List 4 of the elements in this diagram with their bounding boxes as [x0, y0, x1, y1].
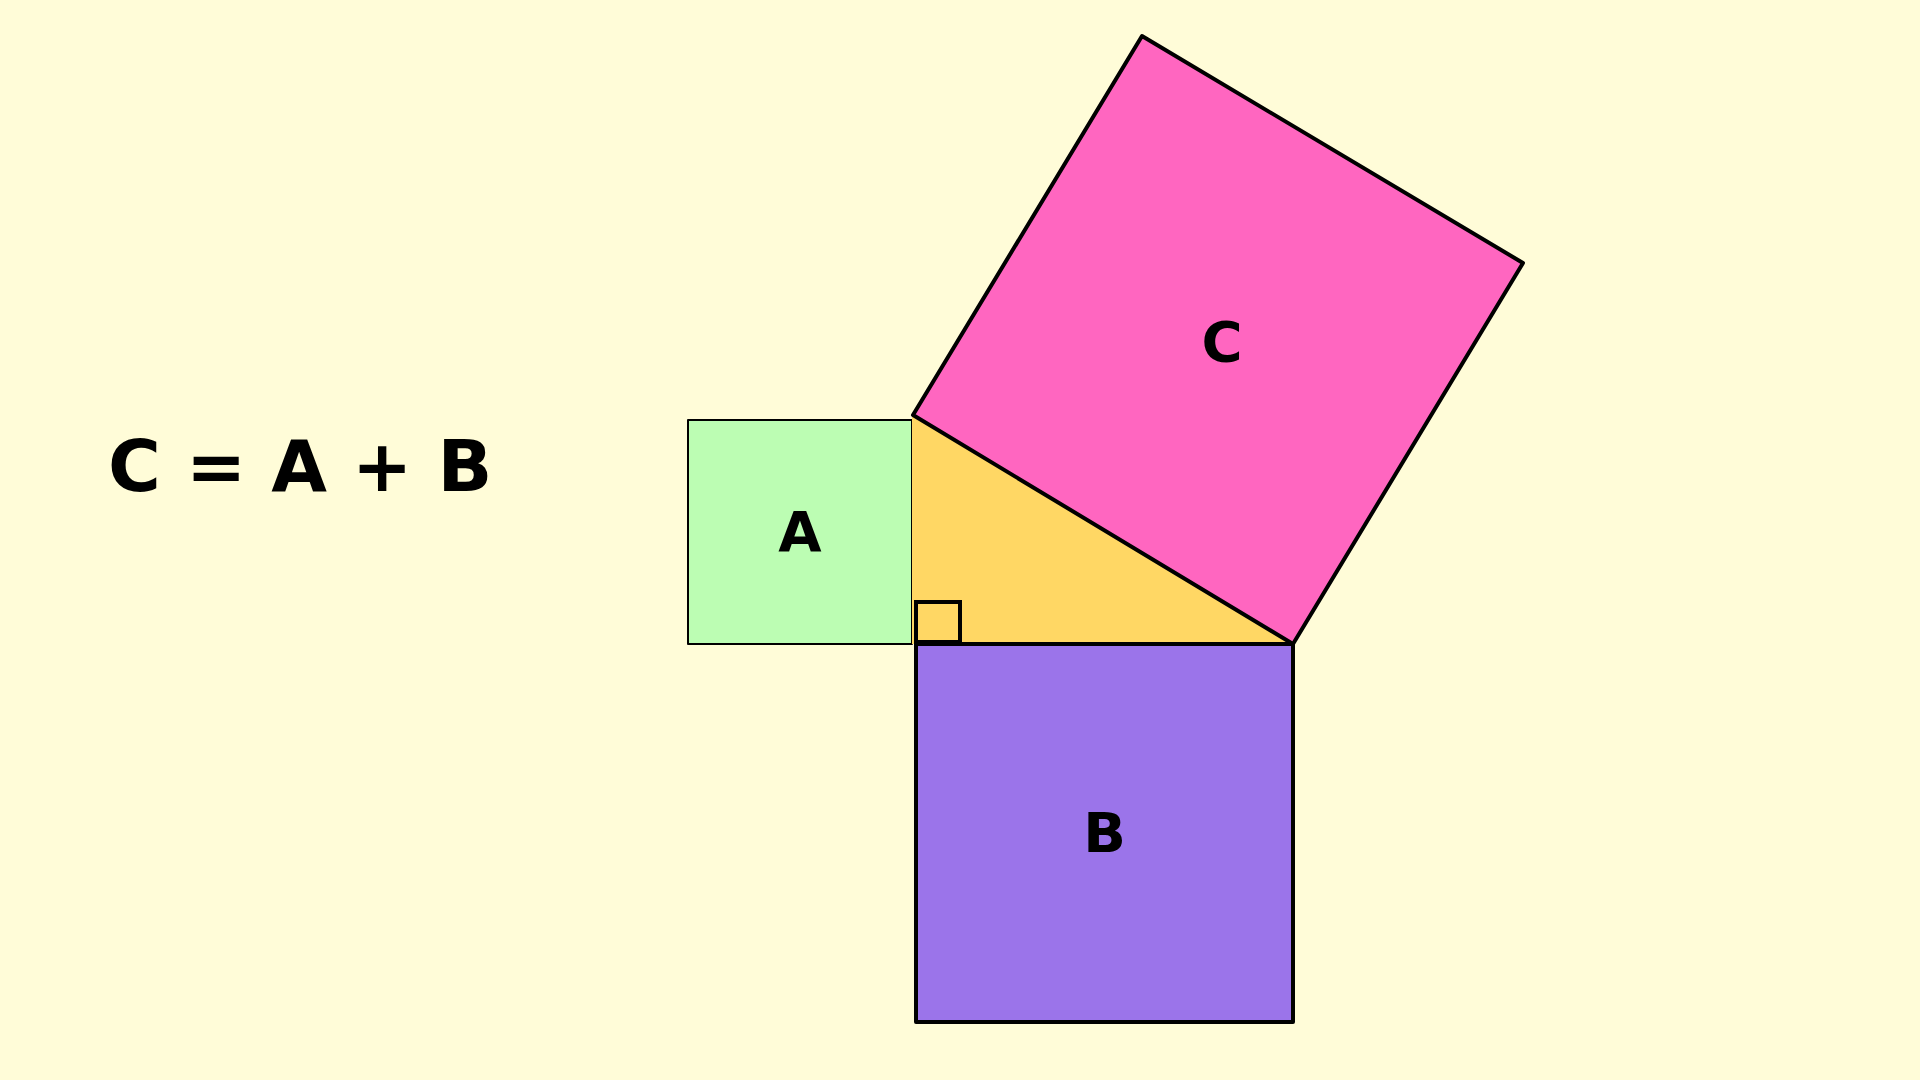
letter-label: C: [1201, 314, 1243, 370]
formula-text: C = A + B: [108, 423, 493, 510]
letter-label: B: [1083, 805, 1126, 861]
letter-label: A: [778, 504, 822, 560]
